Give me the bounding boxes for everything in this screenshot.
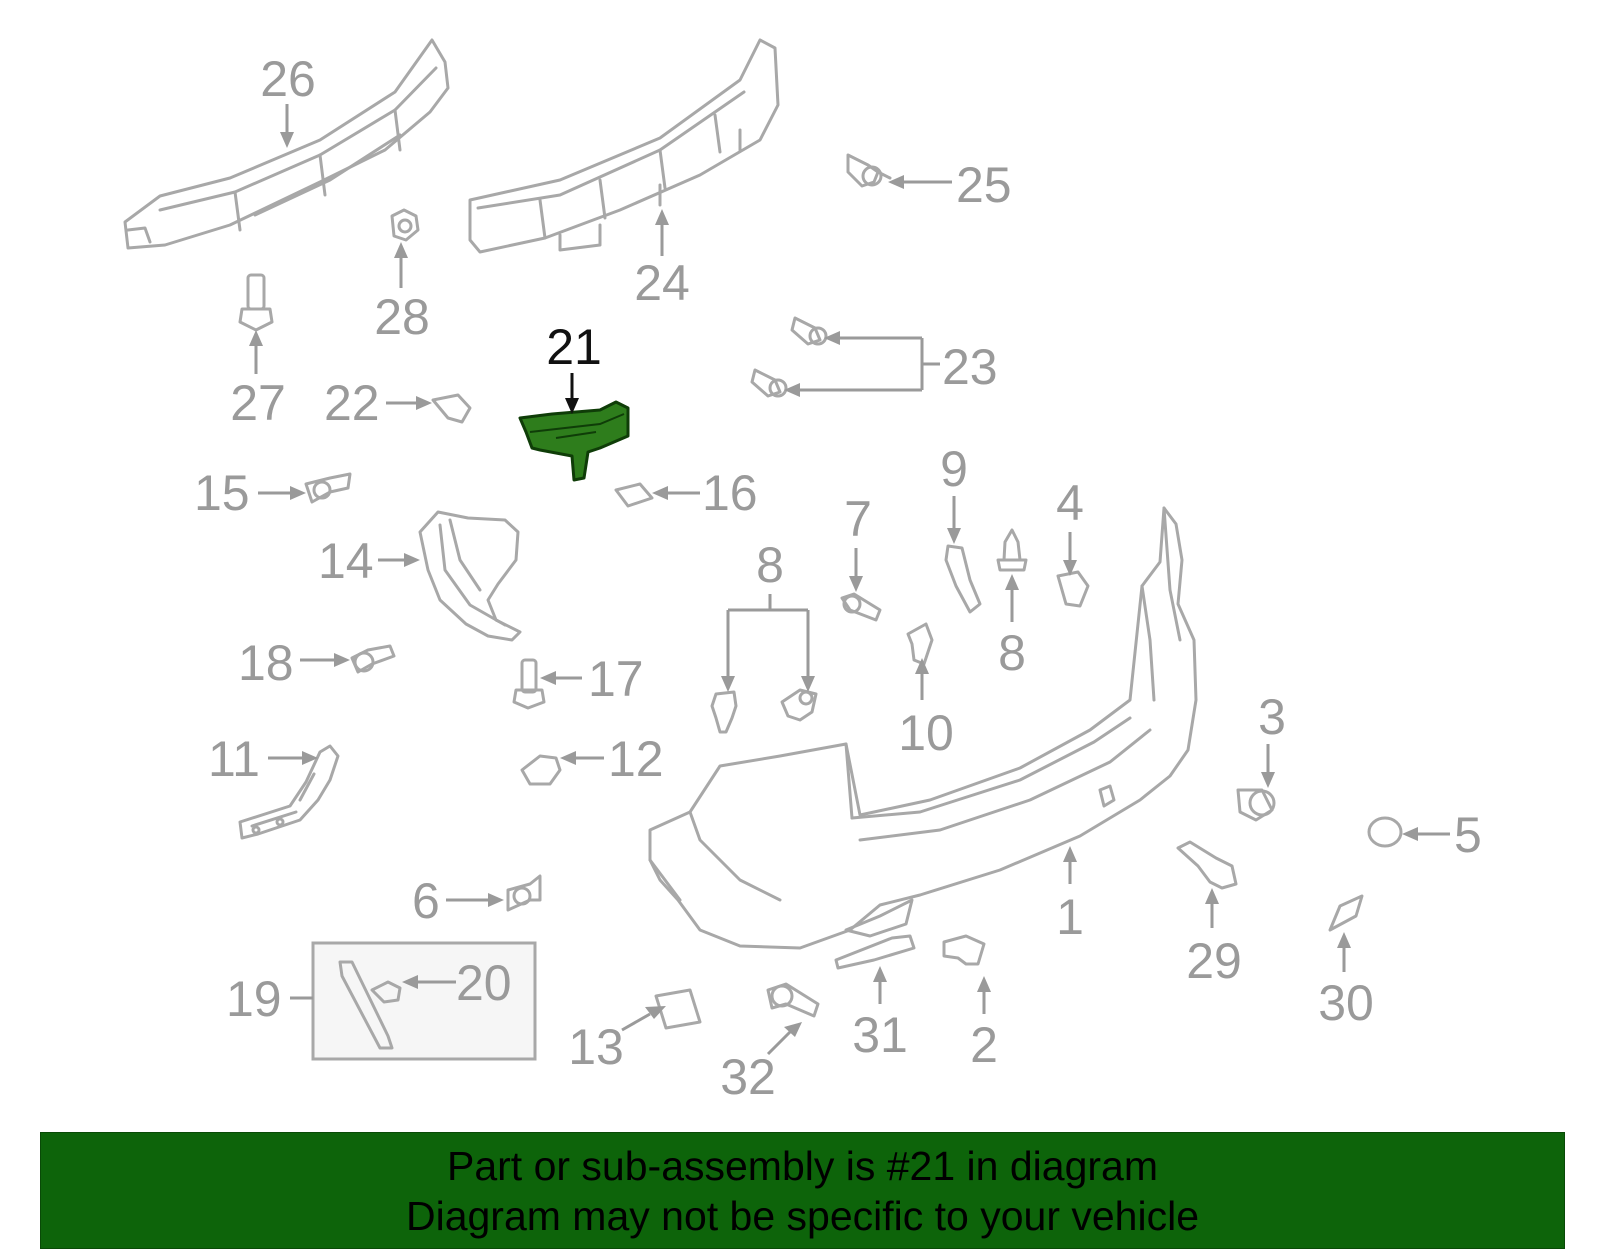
callout-8-right: 8 (998, 625, 1026, 681)
callout-32: 32 (720, 1049, 776, 1105)
callout-17: 17 (588, 651, 644, 707)
callout-23: 23 (942, 339, 998, 395)
callout-11: 11 (208, 731, 260, 787)
part-13-plate (654, 988, 702, 1030)
callout-19: 19 (226, 971, 282, 1027)
callout-9: 9 (940, 441, 968, 497)
part-12-clip (520, 754, 562, 786)
part-8-pin-right (996, 528, 1028, 572)
callout-8-left: 8 (756, 537, 784, 593)
part-26-reinforcement-beam (123, 38, 450, 250)
part-29-bolt (1176, 840, 1238, 890)
callout-31: 31 (852, 1007, 908, 1063)
part-19-kit-box (311, 941, 537, 1061)
callout-13: 13 (568, 1019, 624, 1075)
part-27-bolt (238, 273, 274, 332)
part-31-reflector (834, 934, 916, 970)
part-30-plate (1328, 894, 1364, 932)
part-2-clip (942, 934, 986, 966)
callout-4: 4 (1056, 475, 1084, 531)
part-15-clip (304, 472, 352, 504)
part-28-nut (390, 208, 420, 242)
callout-15: 15 (194, 465, 250, 521)
part-4-cap (1056, 570, 1090, 608)
part-5-ring (1367, 816, 1403, 848)
callout-14: 14 (318, 533, 374, 589)
caption-banner: Part or sub-assembly is #21 in diagram D… (40, 1132, 1565, 1249)
part-14-side-bracket (418, 510, 522, 642)
callout-18: 18 (238, 635, 294, 691)
part-23-bolts (750, 316, 828, 398)
part-8-push-pins (710, 688, 818, 734)
callout-22: 22 (324, 375, 380, 431)
part-21-bracket-highlighted (518, 400, 630, 482)
callout-3: 3 (1258, 689, 1286, 745)
callout-6: 6 (412, 873, 440, 929)
callout-10: 10 (898, 705, 954, 761)
part-24-energy-absorber (468, 38, 780, 254)
callout-7: 7 (844, 491, 872, 547)
callout-12: 12 (608, 731, 664, 787)
callout-1: 1 (1056, 889, 1084, 945)
callout-24: 24 (634, 255, 690, 311)
callout-2: 2 (970, 1017, 998, 1073)
part-17-bolt (512, 658, 546, 710)
part-25-clip (846, 153, 892, 188)
callout-16: 16 (702, 465, 758, 521)
part-16-clip (614, 482, 654, 508)
part-18-bolt (350, 644, 396, 674)
part-11-side-bracket (238, 744, 340, 840)
part-9-strip (944, 544, 982, 614)
part-1-bumper-cover (648, 506, 1198, 950)
callout-numbers: 26 24 25 28 27 23 22 21 15 16 14 9 7 4 8… (194, 51, 1482, 1105)
callout-25: 25 (956, 157, 1012, 213)
callout-21: 21 (546, 319, 602, 375)
part-7-screw (840, 592, 882, 622)
part-32-bolt (766, 982, 820, 1018)
part-22-cap (431, 393, 472, 424)
caption-line-disclaimer: Diagram may not be specific to your vehi… (405, 1192, 1199, 1239)
leader-lines (249, 104, 1450, 1056)
part-10-clip (906, 622, 934, 666)
callout-30: 30 (1318, 975, 1374, 1031)
caption-line-part-reference: Part or sub-assembly is #21 in diagram (447, 1142, 1158, 1189)
callout-29: 29 (1186, 933, 1242, 989)
callout-20: 20 (456, 955, 512, 1011)
callout-26: 26 (260, 51, 316, 107)
callout-27: 27 (230, 375, 286, 431)
part-6-clip (506, 874, 542, 912)
callout-5: 5 (1454, 807, 1482, 863)
part-3-plug (1236, 788, 1276, 822)
callout-28: 28 (374, 289, 430, 345)
